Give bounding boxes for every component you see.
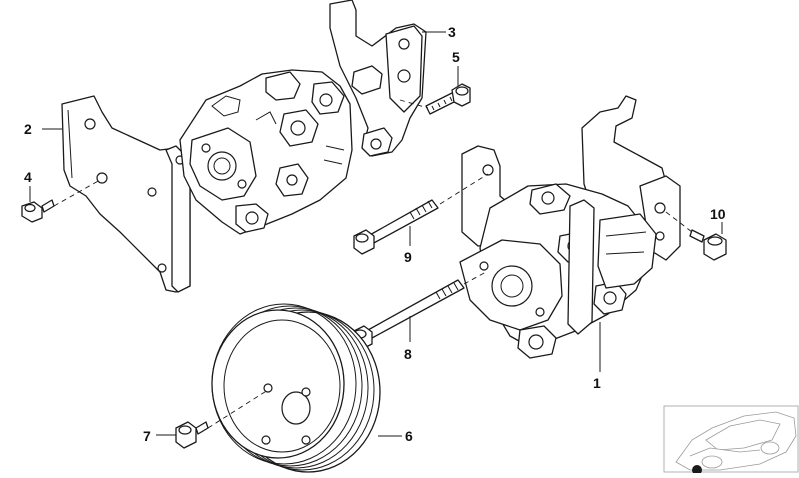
callout-label-9: 9 <box>404 249 412 265</box>
bolt-part-4 <box>21 199 55 223</box>
callout-7: 7 <box>143 428 176 444</box>
callout-label-7: 7 <box>143 428 151 444</box>
callout-2: 2 <box>24 121 62 137</box>
bolt-part-7 <box>175 421 209 449</box>
callout-3: 3 <box>422 24 456 40</box>
callout-label-6: 6 <box>405 428 413 444</box>
carrier-part-3 <box>329 0 427 157</box>
bolt-part-10 <box>689 229 727 261</box>
bolt-part-9 <box>353 199 439 255</box>
pump-upper-exploded <box>179 69 353 235</box>
callout-label-1: 1 <box>593 375 601 391</box>
bolt-part-8 <box>351 279 465 351</box>
callout-label-3: 3 <box>448 24 456 40</box>
callout-label-8: 8 <box>404 346 412 362</box>
callout-6: 6 <box>378 428 413 444</box>
pulley-part-6 <box>211 303 381 473</box>
pump-assembly-part-1 <box>459 95 681 359</box>
callout-8: 8 <box>404 316 412 362</box>
callout-label-2: 2 <box>24 121 32 137</box>
callout-label-5: 5 <box>452 49 460 65</box>
callout-1: 1 <box>593 322 601 391</box>
bolt-part-5 <box>425 83 471 115</box>
callout-4: 4 <box>24 169 32 202</box>
alignment-lines <box>53 99 693 429</box>
callout-5: 5 <box>452 49 460 86</box>
callout-label-10: 10 <box>710 206 726 222</box>
callout-9: 9 <box>404 226 412 265</box>
callout-label-4: 4 <box>24 169 32 185</box>
callout-10: 10 <box>710 206 726 234</box>
vehicle-location-inset <box>663 405 799 475</box>
bracket-part-2 <box>61 95 191 293</box>
